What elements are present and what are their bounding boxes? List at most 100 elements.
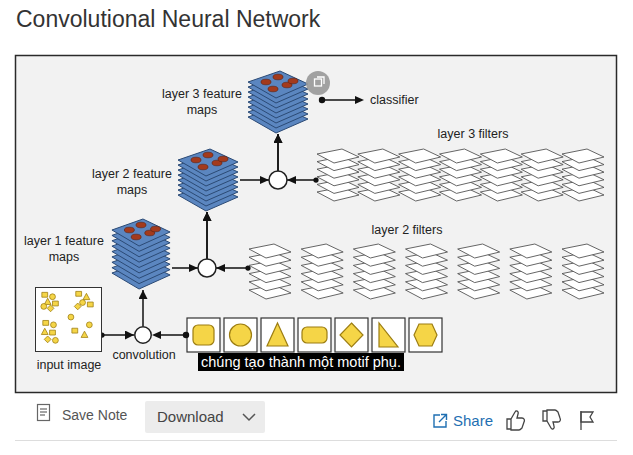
- feature-map-stack-figure: [246, 70, 310, 134]
- image-shape: [51, 322, 57, 328]
- node-label: convolution: [108, 347, 180, 363]
- classifier-arrow: [319, 96, 364, 104]
- image-shape: [53, 337, 59, 343]
- filter-sheet: [562, 149, 604, 163]
- feature-map-stack: layer 3 feature maps: [160, 70, 312, 136]
- filter-sheet: [406, 244, 448, 258]
- image-shape: [83, 293, 90, 299]
- filter-bank: layer 2 filters: [245, 222, 607, 302]
- image-shape: [41, 328, 48, 334]
- connector-arrow: [142, 290, 144, 326]
- connector-arrow: [207, 212, 248, 268]
- feature-map-stack-figure: [110, 218, 172, 290]
- filter-sheet: [399, 149, 441, 163]
- image-shape: [42, 292, 48, 297]
- filter-sheet: [317, 149, 359, 163]
- save-note-button: Save Note: [62, 407, 127, 423]
- filter-sheet: [480, 149, 522, 163]
- filter-sheet: [249, 244, 291, 258]
- shape-drawing: [110, 218, 172, 290]
- filter-sheet: [510, 244, 552, 258]
- download-button: [145, 401, 265, 433]
- image-shape: [44, 336, 51, 343]
- image-shape: [41, 304, 47, 310]
- feature-blob: [273, 74, 283, 80]
- dropdown-chevron: [243, 414, 255, 420]
- frame-panel: [16, 56, 617, 393]
- feature-blob: [136, 222, 146, 228]
- convolution-junction: [260, 171, 296, 189]
- video-subtitle: chúng tạo thành một motif phụ.: [198, 353, 404, 371]
- node-label: input image: [33, 357, 105, 373]
- connector-arrow: [102, 334, 134, 336]
- image-shape: [68, 314, 74, 320]
- node-label: layer 2 filters: [352, 222, 462, 238]
- node-label: layer 2 feature maps: [90, 166, 174, 198]
- image-shape: [43, 320, 49, 325]
- filter-sheet: [301, 244, 343, 258]
- filter-shapes: [193, 323, 437, 347]
- feature-blob: [124, 227, 134, 233]
- shape-drawing: [316, 148, 605, 202]
- feature-map-sheet: [178, 149, 238, 176]
- filter-row-arrow: [152, 331, 189, 339]
- feature-blob: [203, 152, 213, 158]
- feature-blob: [198, 164, 208, 170]
- filter-bank-figure: [248, 243, 605, 300]
- filter-sheet: [358, 149, 400, 163]
- feature-blob: [261, 79, 271, 85]
- feature-map-stack: layer 2 feature maps: [90, 148, 242, 214]
- thumbs-up-icon: [507, 411, 524, 430]
- feature-blob: [288, 78, 298, 84]
- note-icon: [38, 405, 50, 421]
- feature-blob: [218, 156, 228, 162]
- image-shape: [50, 330, 56, 335]
- filter-sheet: [440, 149, 482, 163]
- convolution-node: convolution: [108, 326, 180, 364]
- image-shape: [50, 294, 56, 300]
- image-shape: [87, 302, 93, 307]
- feature-map-stack-figure: [176, 148, 240, 212]
- shape-drawing: [134, 326, 152, 344]
- convolution-circle: [134, 326, 152, 344]
- filter-bank-figure: [316, 148, 605, 202]
- image-shape: [81, 331, 88, 337]
- connector-arrow: [172, 212, 207, 268]
- thumbs-down-icon: [543, 410, 560, 429]
- image-shape: [74, 303, 81, 310]
- image-shape: [86, 322, 92, 328]
- shape-drawing: [36, 288, 101, 351]
- filter-sheet: [353, 244, 395, 258]
- feature-blob: [268, 86, 278, 92]
- shape-drawing: [176, 148, 240, 212]
- filter-sheet: [521, 149, 563, 163]
- classifier-label: classifier: [370, 93, 419, 107]
- filter-bank: layer 3 filters: [312, 126, 607, 204]
- page-title: Convolutional Neural Network: [16, 6, 320, 33]
- node-label: layer 3 filters: [418, 126, 528, 142]
- share-button: Share: [453, 412, 493, 429]
- input-image: input image: [33, 287, 105, 375]
- image-shape: [80, 300, 86, 306]
- share-icon: [434, 415, 447, 428]
- node-label: layer 1 feature maps: [22, 233, 106, 265]
- feature-map-sheet: [112, 219, 170, 246]
- filter-row: [187, 318, 442, 352]
- convolution-circle-outline: [135, 327, 152, 344]
- shape-drawing: [248, 243, 605, 300]
- image-shape: [76, 291, 82, 296]
- image-frame: [35, 287, 102, 352]
- download-label: Download: [157, 408, 224, 425]
- filter-sheet: [458, 244, 500, 258]
- feature-blob: [131, 234, 141, 240]
- expand-icon: [306, 71, 330, 95]
- convolution-junction: [189, 259, 225, 277]
- divider-line: [15, 440, 617, 441]
- filter-sheet: [562, 244, 604, 258]
- feature-map-sheet: [248, 71, 308, 98]
- shape-drawing: [246, 70, 310, 134]
